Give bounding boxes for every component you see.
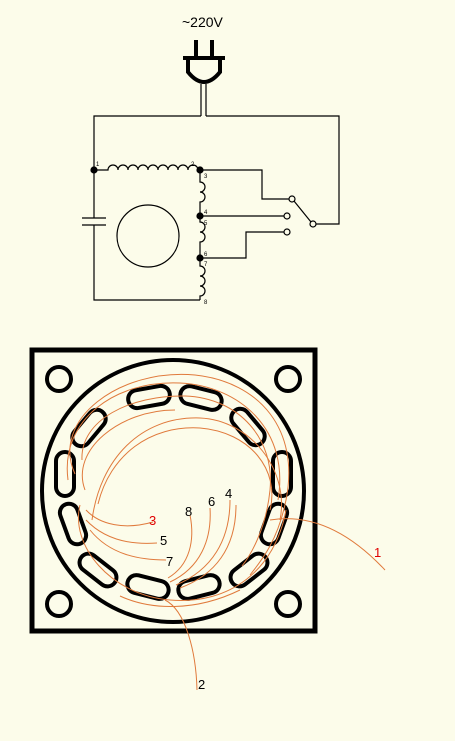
node-label: 7 <box>204 262 208 268</box>
stator-slot <box>57 501 89 547</box>
mounting-hole <box>274 590 302 618</box>
speed-winding <box>199 170 206 300</box>
node-label: 6 <box>204 252 208 258</box>
stator-slot <box>271 450 293 498</box>
node-label: 4 <box>204 210 208 216</box>
wire-label-7: 7 <box>166 554 173 569</box>
tap-wire-low <box>200 231 284 259</box>
capacitor-wire-bottom <box>93 225 200 301</box>
node-label: 1 <box>96 162 100 168</box>
stator-bore <box>40 358 306 624</box>
tap-wire-high <box>200 169 289 200</box>
motor-rotor-icon <box>116 204 180 268</box>
wire-label-2: 2 <box>198 677 205 692</box>
stator-slot <box>77 551 119 589</box>
main-winding <box>94 164 200 171</box>
stator-slot <box>178 384 224 412</box>
wire-label-1: 1 <box>374 545 381 560</box>
mounting-hole <box>45 365 73 393</box>
mounting-hole <box>274 365 302 393</box>
stator-slot <box>176 573 222 601</box>
stator-slot <box>126 383 172 411</box>
stator-windings <box>66 373 386 691</box>
node-label: 2 <box>191 162 195 168</box>
node-label: 5 <box>204 221 208 227</box>
plug-icon <box>183 40 225 116</box>
stator-slot <box>228 551 270 589</box>
stator-slot <box>125 573 171 601</box>
stator-slot <box>54 450 76 498</box>
junction-dot <box>90 166 98 174</box>
supply-wire-right <box>206 115 340 225</box>
stator-slot <box>70 407 108 449</box>
supply-wire-left <box>93 115 201 170</box>
junction-dot <box>196 212 204 220</box>
wire-label-6: 6 <box>208 494 215 509</box>
junction-dot <box>196 254 204 262</box>
mounting-hole <box>45 590 73 618</box>
speed-switch-icon <box>283 195 317 236</box>
node-label: 8 <box>204 300 208 306</box>
wire-label-5: 5 <box>160 533 167 548</box>
stator-drawing: 1 2 3 4 5 6 7 8 <box>29 347 386 692</box>
wire-label-8: 8 <box>185 504 192 519</box>
stator-frame <box>29 347 318 634</box>
node-label: 3 <box>204 174 208 180</box>
junction-dot <box>196 166 204 174</box>
schematic: ~220V <box>82 14 340 306</box>
wire-label-3: 3 <box>149 513 156 528</box>
wire-label-4: 4 <box>225 486 232 501</box>
supply-voltage-label: ~220V <box>182 14 224 30</box>
